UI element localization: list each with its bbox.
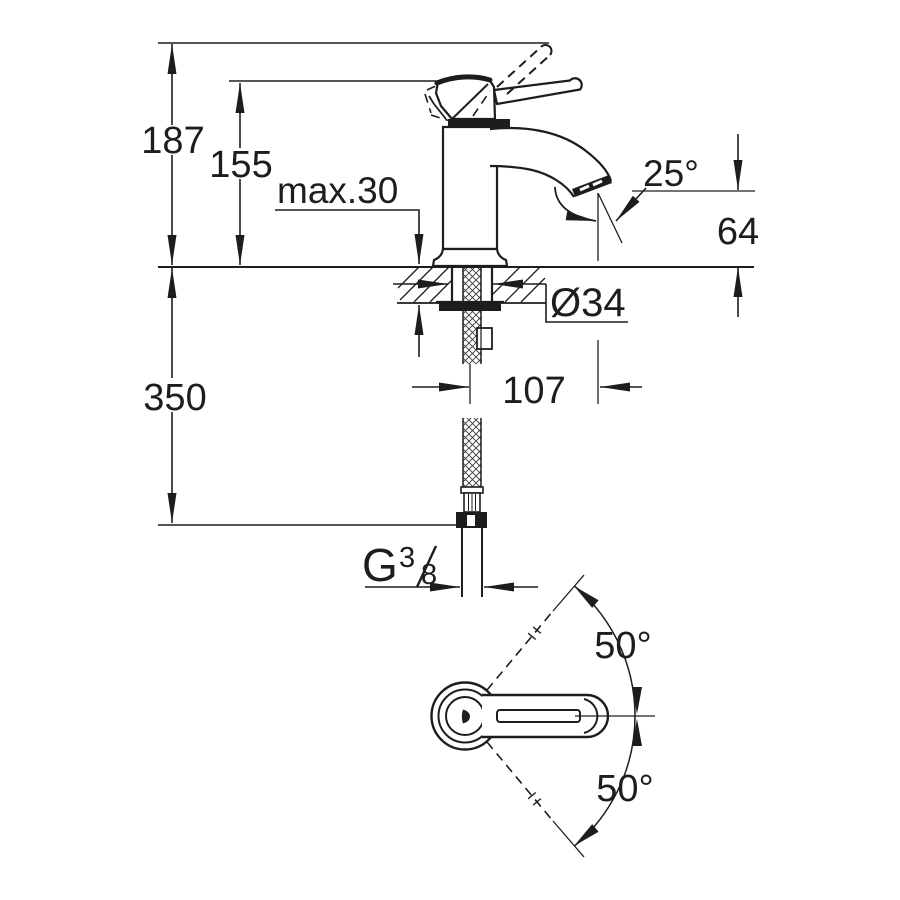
hose-connection-nut <box>456 512 487 528</box>
dimension-155-label: 155 <box>209 144 272 186</box>
mounting-assembly <box>436 266 504 597</box>
hub-center-notch <box>461 709 470 724</box>
hose-end-tube <box>461 528 483 597</box>
faucet-cap <box>424 74 497 122</box>
dimension-187: 187 <box>141 42 549 265</box>
dimension-dia34: Ø34 <box>393 279 628 325</box>
swivel-angle-upper-label: 50° <box>594 625 651 667</box>
swivel-angle-lower-label: 50° <box>596 768 653 810</box>
thread-fraction-slash <box>415 545 438 588</box>
dimension-350-label: 350 <box>143 377 206 419</box>
dimension-g38-thread: G 3 8 <box>362 539 538 592</box>
faucet-base <box>431 247 509 268</box>
cartridge-ring <box>448 119 510 128</box>
mounting-washer <box>436 300 504 311</box>
dimension-25deg-label: 25° <box>643 153 699 194</box>
dimension-25deg: 25° <box>597 153 755 261</box>
hose-clip-fitting <box>476 327 493 350</box>
cap-ghost-outline <box>424 83 491 122</box>
aerator <box>572 175 612 197</box>
dimension-187-label: 187 <box>141 120 204 162</box>
dimension-350: 350 <box>143 268 459 526</box>
flow-direction-arrow <box>554 186 597 222</box>
dimension-107-label: 107 <box>502 370 565 412</box>
flexible-hose-upper <box>462 267 482 302</box>
dimension-dia34-label: Ø34 <box>550 281 626 325</box>
flexible-hose-lower <box>462 418 482 487</box>
swivel-angle-annotation: 50° 50° <box>486 574 654 858</box>
dimension-155: 155 <box>209 80 441 265</box>
lever-handle-raised-ghost <box>496 44 553 95</box>
dimension-64-label: 64 <box>717 211 759 253</box>
hose-crimp-ferrule <box>460 486 484 513</box>
faucet-side-view <box>424 44 613 268</box>
counter-section <box>158 266 754 304</box>
thread-letter: G <box>362 539 398 591</box>
cap-top-rim <box>434 74 493 86</box>
dimension-64: 64 <box>717 134 759 317</box>
lever-slot <box>496 709 581 723</box>
faucet-body <box>441 125 499 251</box>
dimension-max30-label: max.30 <box>277 170 398 211</box>
swivel-arc <box>573 585 636 847</box>
handle-top-view: 50° 50° <box>430 574 655 858</box>
dimension-107: 107 <box>412 340 642 412</box>
faucet-spout <box>489 126 613 198</box>
thread-numerator: 3 <box>399 542 415 574</box>
dimension-max30: max.30 <box>275 170 424 357</box>
lever-handle <box>492 77 583 106</box>
